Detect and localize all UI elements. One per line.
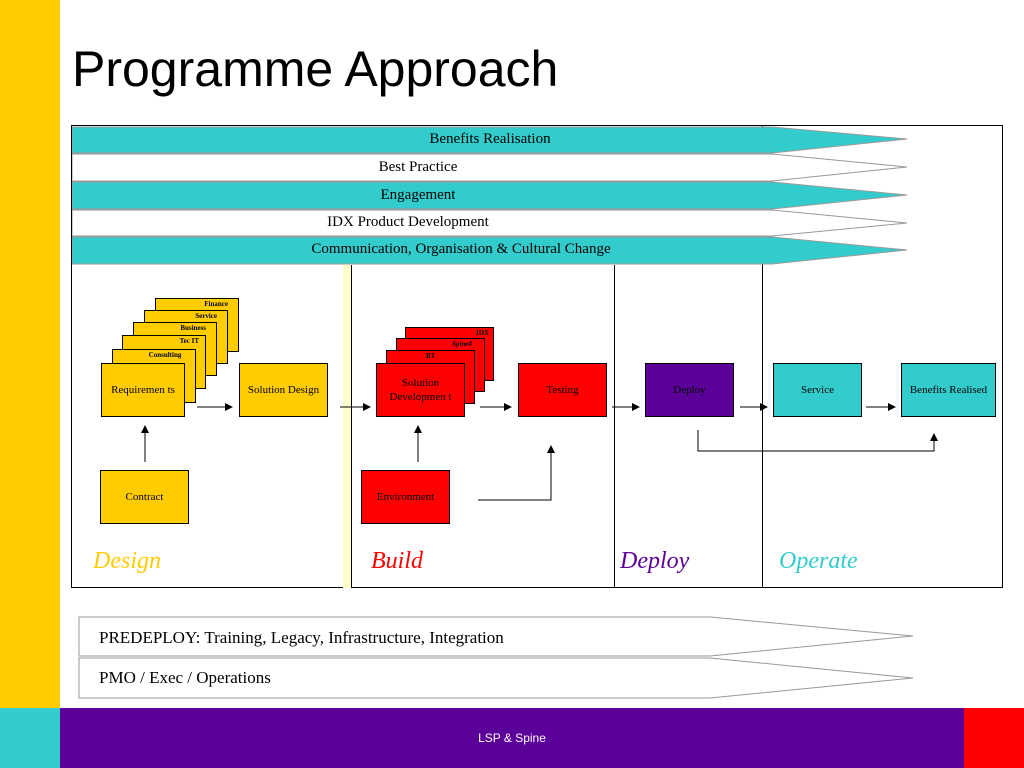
contract-box: Contract <box>100 470 189 524</box>
footer-red-block <box>964 708 1024 768</box>
band-predeploy <box>78 616 914 657</box>
deploy-box: Deploy <box>645 363 734 417</box>
band-label-benefits-realisation: Benefits Realisation <box>429 131 551 147</box>
band-idx-product-development <box>72 209 908 237</box>
band-communication <box>72 236 908 265</box>
footer-text: LSP & Spine <box>478 731 546 745</box>
solution-design-box: Solution Design <box>239 363 328 417</box>
arrow-environment-to-testing <box>478 445 555 501</box>
band-label-idx-product-development: IDX Product Development <box>327 214 489 230</box>
band-label-communication: Communication, Organisation & Cultural C… <box>311 241 611 257</box>
service-box: Service <box>773 363 862 417</box>
band-benefits-realisation <box>72 126 908 154</box>
environment-box: Environment <box>361 470 450 524</box>
band-label-predeploy: PREDEPLOY: Training, Legacy, Infrastruct… <box>99 628 504 647</box>
band-label-engagement: Engagement <box>380 187 456 203</box>
band-engagement <box>72 181 908 210</box>
phase-label-design: Design <box>93 548 161 574</box>
requirements-box: Requiremen ts <box>101 363 185 417</box>
footer-bar <box>60 708 964 768</box>
testing-box: Testing <box>518 363 607 417</box>
phase-label-deploy: Deploy <box>620 548 690 574</box>
band-label-best-practice: Best Practice <box>378 159 458 175</box>
page-title: Programme Approach <box>72 41 559 97</box>
design-build-divider-strip <box>343 265 351 588</box>
arrow-bands <box>72 126 908 265</box>
footer-teal-block <box>0 708 60 768</box>
band-pmo <box>78 657 914 699</box>
benefits-realised-box: Benefits Realised <box>901 363 996 417</box>
band-best-practice <box>72 153 908 182</box>
divider-design-build <box>351 265 352 588</box>
phase-label-operate: Operate <box>779 548 858 574</box>
band-label-pmo: PMO / Exec / Operations <box>99 668 271 687</box>
flow-connectors <box>141 403 938 501</box>
diagram-frame <box>71 125 1003 588</box>
divider-build-deploy <box>614 265 615 588</box>
left-accent-bar <box>0 0 60 708</box>
phase-label-build: Build <box>371 548 423 574</box>
solution-development-box: Solution Developmen t <box>376 363 465 417</box>
divider-deploy-operate <box>762 126 763 588</box>
arrow-deploy-to-benefits <box>697 430 938 452</box>
bottom-arrow-bands <box>78 616 914 699</box>
